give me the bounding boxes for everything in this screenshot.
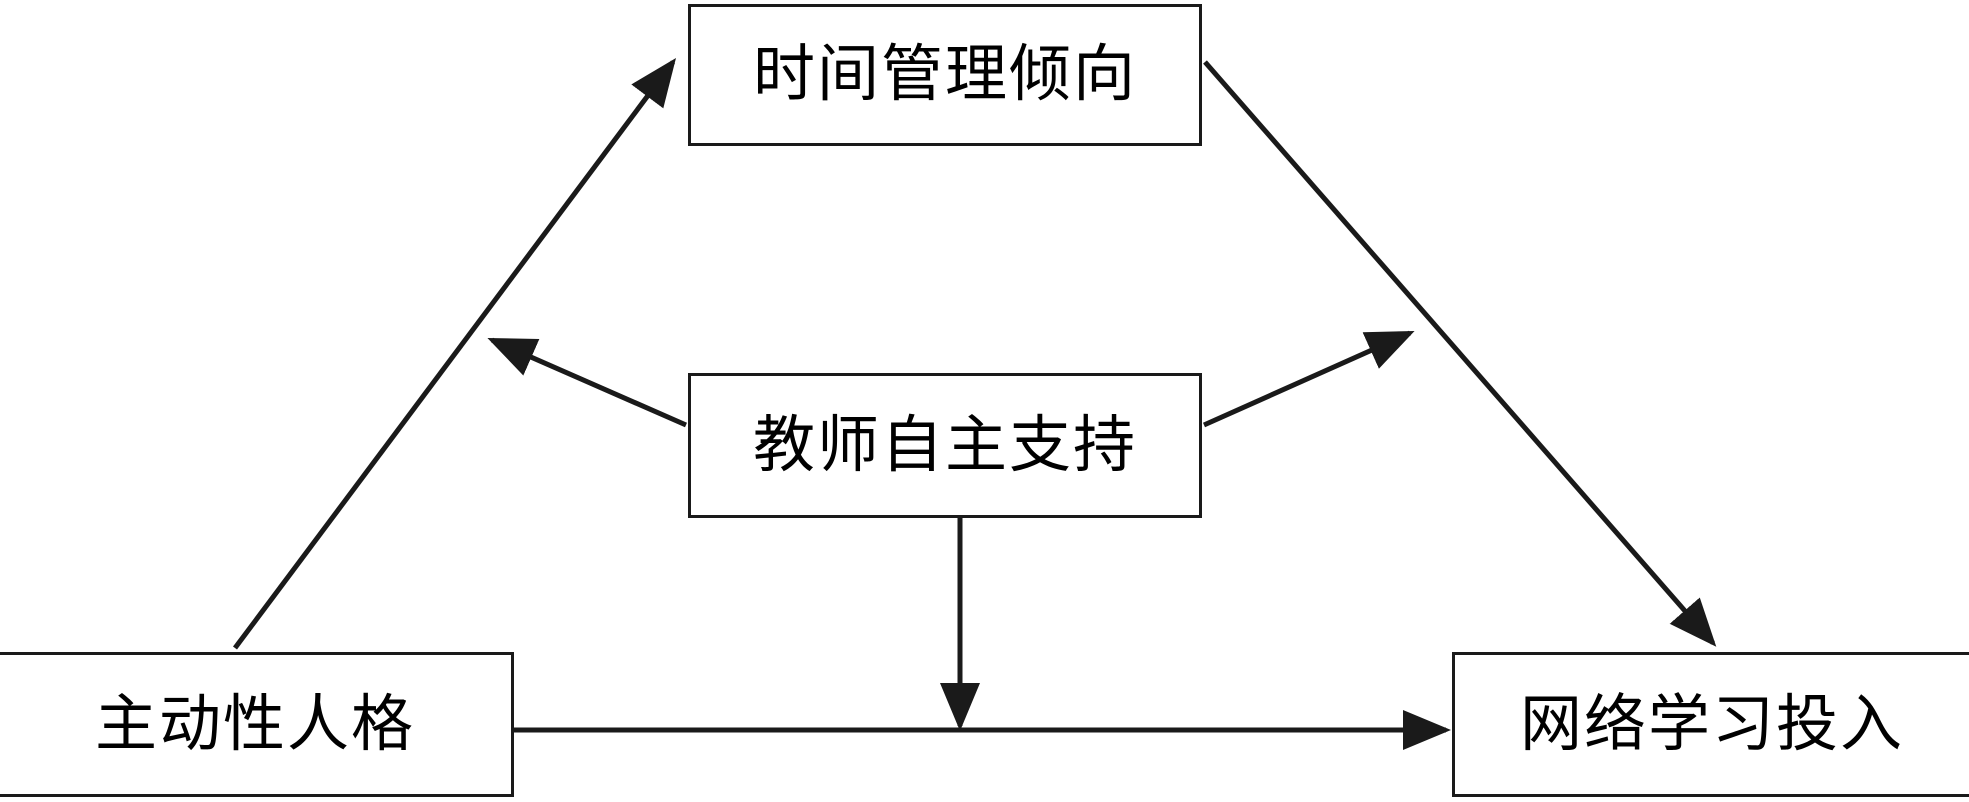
node-proactive-personality-label: 主动性人格: [94, 690, 415, 759]
node-teacher-support-label: 教师自主支持: [752, 411, 1137, 480]
edge-time-to-engagement: [1203, 60, 1717, 647]
edge-proactive-to-time: [232, 57, 676, 650]
node-teacher-support[interactable]: 教师自主支持: [688, 373, 1202, 518]
node-time-management[interactable]: 时间管理倾向: [688, 4, 1202, 146]
node-learning-engagement-label: 网络学习投入: [1519, 690, 1904, 759]
edge-support-moderates-b-path: [1202, 330, 1415, 428]
edge-support-moderates-a-path: [487, 337, 688, 428]
node-proactive-personality[interactable]: 主动性人格: [0, 652, 514, 797]
node-time-management-label: 时间管理倾向: [752, 41, 1137, 109]
node-learning-engagement[interactable]: 网络学习投入: [1452, 652, 1969, 797]
